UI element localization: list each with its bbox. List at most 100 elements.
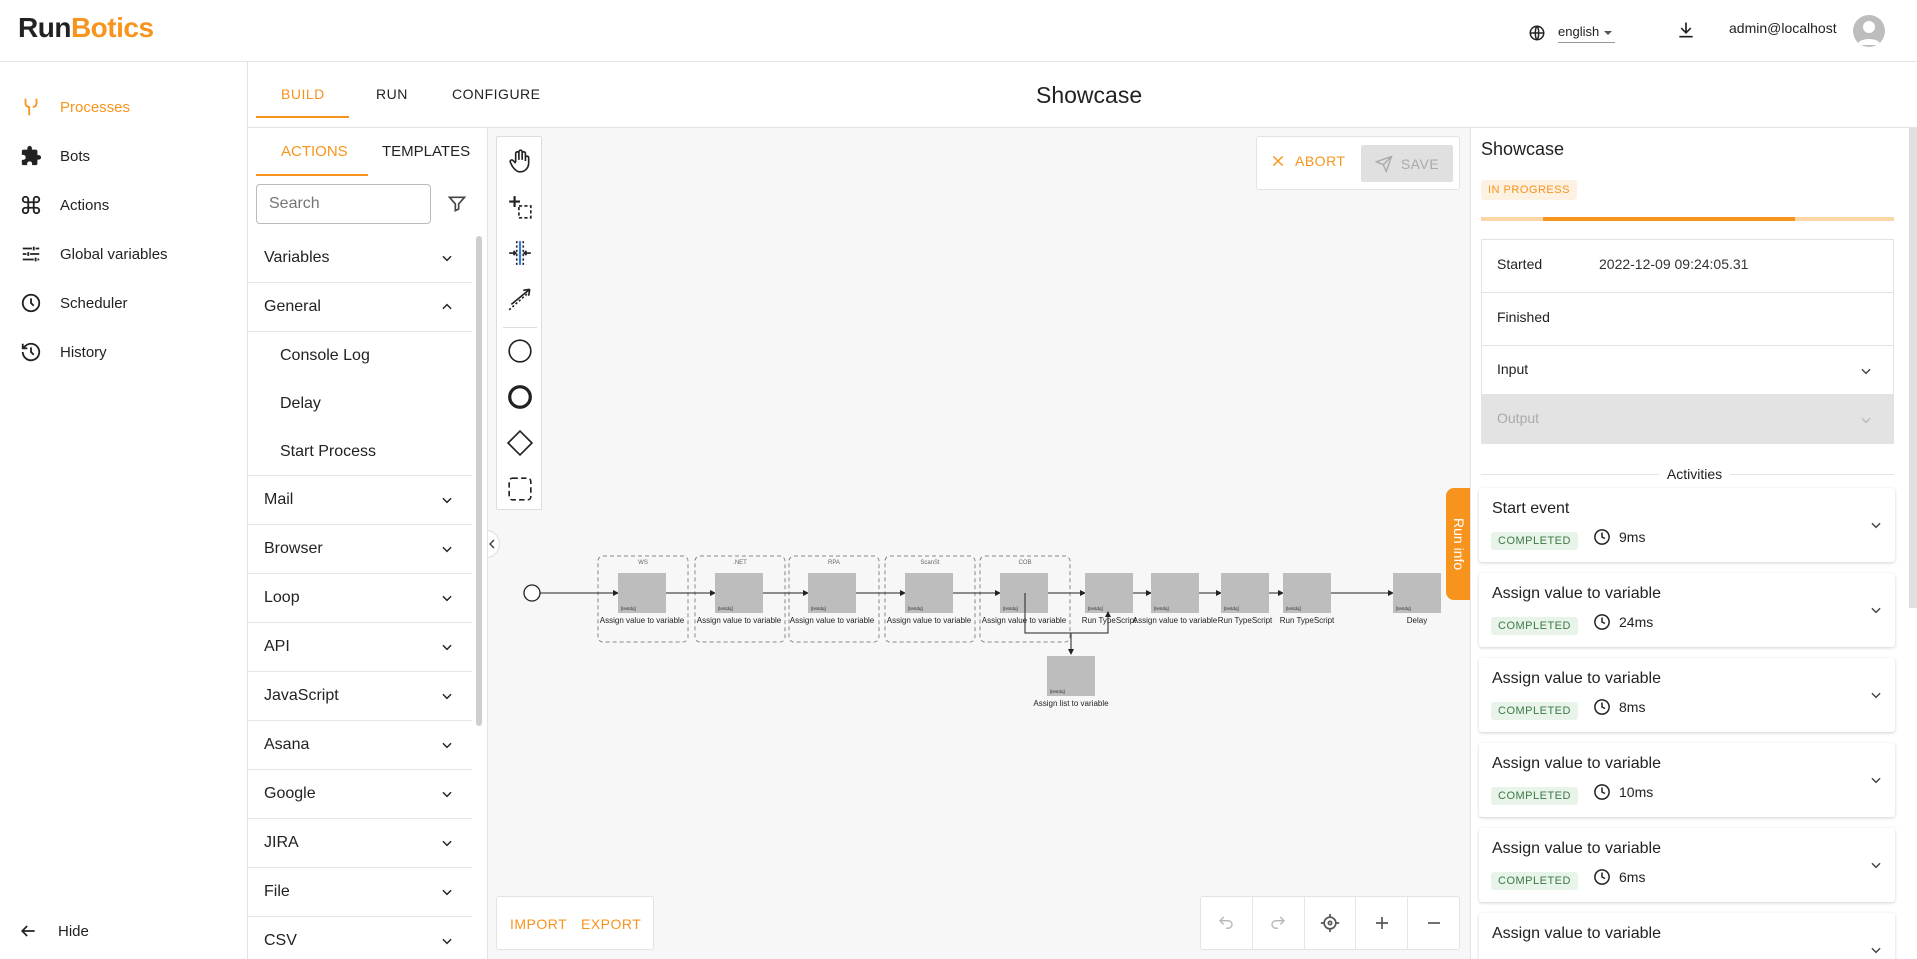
undo-button[interactable] (1201, 897, 1253, 949)
minus-icon (1427, 922, 1440, 924)
activity-duration: 10ms (1593, 783, 1653, 801)
category-item[interactable]: JavaScript (248, 672, 472, 721)
scrollbar[interactable] (476, 236, 482, 726)
send-icon (1374, 154, 1393, 173)
fit-view-button[interactable] (1305, 897, 1357, 949)
search-input[interactable] (256, 184, 431, 224)
task[interactable] (715, 573, 763, 613)
task[interactable] (1151, 573, 1199, 613)
task[interactable] (1000, 573, 1048, 613)
task[interactable] (1047, 656, 1095, 696)
sidebar-item-bots[interactable]: Bots (20, 145, 90, 167)
language-selector[interactable]: english (1528, 22, 1616, 43)
task[interactable] (808, 573, 856, 613)
category-label: File (264, 883, 290, 900)
task[interactable] (1393, 573, 1441, 613)
sidebar-item-processes[interactable]: Processes (20, 96, 130, 118)
sidebar-item-label: Bots (60, 147, 91, 165)
run-info-toggle[interactable]: Run info (1446, 488, 1470, 600)
activity-name: Assign value to variable (1492, 925, 1661, 942)
sidebar-item-actions[interactable]: Actions (20, 194, 109, 216)
sequence-flow[interactable] (1071, 611, 1111, 634)
group-box[interactable] (597, 555, 689, 643)
group-box[interactable] (694, 555, 786, 643)
start-event[interactable] (523, 584, 541, 602)
category-item[interactable]: CSV (248, 917, 472, 959)
group-box[interactable] (884, 555, 976, 643)
download-icon[interactable] (1676, 20, 1696, 40)
group-label: COB (1018, 560, 1031, 566)
task-badge-label: [testdq] (1003, 606, 1018, 611)
category-item[interactable]: Variables (248, 234, 472, 283)
action-item[interactable]: Start Process (248, 428, 472, 476)
hide-sidebar-button[interactable]: Hide (18, 921, 89, 941)
task-badge-label: [testdq] (1154, 606, 1169, 611)
task[interactable] (1221, 573, 1269, 613)
sidebar-item-scheduler[interactable]: Scheduler (20, 292, 128, 314)
zoom-in-button[interactable] (1356, 897, 1409, 949)
group-icon[interactable] (507, 476, 533, 502)
save-button[interactable]: SAVE (1361, 145, 1453, 182)
abort-button[interactable]: ABORT (1271, 153, 1345, 169)
category-item[interactable]: API (248, 623, 472, 672)
category-item[interactable]: Loop (248, 574, 472, 623)
task[interactable] (1085, 573, 1133, 613)
duration-text: 9ms (1619, 529, 1646, 545)
hand-tool-icon[interactable] (507, 148, 533, 174)
plus-icon (1375, 917, 1388, 929)
import-export-bar: IMPORT EXPORT (496, 896, 654, 950)
start-event-icon[interactable] (507, 338, 533, 364)
activity-card[interactable]: Assign value to variable (1479, 913, 1895, 959)
filter-icon[interactable] (447, 194, 467, 214)
tab-templates[interactable]: TEMPLATES (382, 143, 471, 160)
sidebar-item-history[interactable]: History (20, 341, 107, 363)
tab-configure[interactable]: CONFIGURE (452, 86, 541, 102)
group-box[interactable] (979, 555, 1071, 643)
group-box[interactable] (788, 555, 880, 643)
output-accordion[interactable]: Output (1481, 394, 1894, 444)
task[interactable] (1283, 573, 1331, 613)
clock-icon (1594, 614, 1610, 630)
zoom-out-button[interactable] (1408, 897, 1459, 949)
category-item[interactable]: Google (248, 770, 472, 819)
sidebar-item-global-variables[interactable]: Global variables (20, 243, 168, 265)
import-button[interactable]: IMPORT (510, 916, 568, 932)
lasso-tool-icon[interactable] (507, 194, 533, 220)
end-event-icon[interactable] (507, 384, 533, 410)
app-logo[interactable]: RunBotics (18, 12, 154, 44)
gateway-icon[interactable] (507, 430, 533, 456)
language-select[interactable]: english (1558, 22, 1616, 43)
started-label: Started (1497, 256, 1543, 272)
redo-icon (1271, 916, 1286, 929)
category-item[interactable]: Browser (248, 525, 472, 574)
action-item[interactable]: Delay (248, 380, 472, 428)
task[interactable] (905, 573, 953, 613)
task[interactable] (618, 573, 666, 613)
activity-duration: 24ms (1593, 613, 1653, 631)
category-item[interactable]: Mail (248, 476, 472, 525)
input-accordion[interactable]: Input (1481, 345, 1894, 395)
connect-tool-icon[interactable] (507, 286, 533, 312)
clock-icon (1594, 529, 1610, 545)
category-item[interactable]: File (248, 868, 472, 917)
category-item[interactable]: General (248, 283, 472, 332)
avatar[interactable] (1853, 15, 1885, 47)
category-item[interactable]: JIRA (248, 819, 472, 868)
scrollbar[interactable] (1909, 128, 1917, 608)
export-button[interactable]: EXPORT (581, 916, 642, 932)
sequence-flow[interactable] (1024, 593, 1074, 655)
action-item[interactable]: Console Log (248, 332, 472, 380)
tab-run[interactable]: RUN (376, 86, 408, 102)
tab-build[interactable]: BUILD (281, 86, 325, 102)
space-tool-icon[interactable] (507, 240, 533, 266)
tab-actions[interactable]: ACTIONS (281, 143, 348, 160)
category-item[interactable]: Asana (248, 721, 472, 770)
redo-button[interactable] (1253, 897, 1305, 949)
